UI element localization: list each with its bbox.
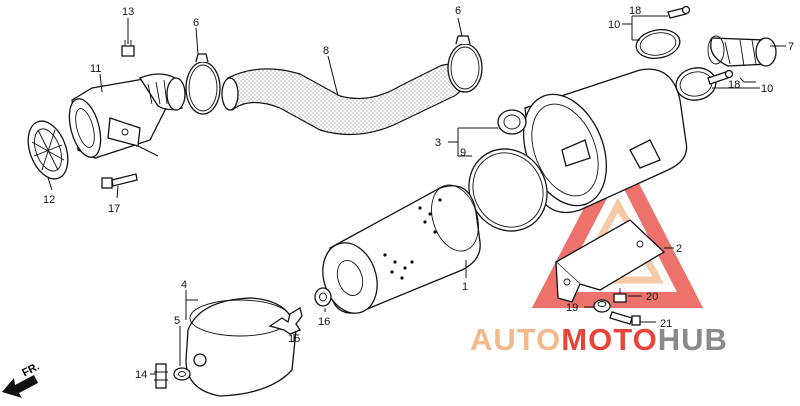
callout-2: 2 bbox=[676, 243, 682, 255]
part-20-bolt bbox=[613, 288, 627, 303]
air-cleaner-case bbox=[497, 68, 688, 214]
callout-18-lower: 18 bbox=[728, 79, 740, 91]
part-15-bolt bbox=[101, 173, 138, 189]
callout-20: 20 bbox=[646, 291, 658, 303]
part-7-connecting-tube bbox=[707, 35, 777, 67]
watermark-auto: AUTO bbox=[470, 322, 562, 357]
callout-8: 8 bbox=[323, 45, 329, 57]
part-14-wing-bolt bbox=[268, 306, 303, 335]
callout-6-left: 6 bbox=[193, 17, 199, 29]
part-17-nut bbox=[314, 287, 332, 307]
part-8-tube bbox=[221, 63, 464, 136]
part-1-filter-element bbox=[322, 184, 481, 314]
callout-17: 16 bbox=[318, 316, 330, 328]
part-4-cover bbox=[185, 297, 297, 397]
part-11-breather-housing bbox=[68, 73, 186, 159]
callout-7: 7 bbox=[788, 41, 794, 53]
callout-labels: 13 6 6 8 11 12 17 3 9 18 10 7 18 10 2 1 … bbox=[43, 5, 794, 381]
callout-15: 17 bbox=[108, 203, 120, 215]
part-18-screw-lower bbox=[707, 69, 734, 85]
callout-4: 4 bbox=[181, 279, 187, 291]
callout-6-right: 6 bbox=[455, 5, 461, 17]
callout-14: 15 bbox=[288, 333, 300, 345]
part-5-grommet bbox=[173, 367, 191, 381]
callout-10-lower: 10 bbox=[761, 83, 773, 95]
callout-16: 14 bbox=[135, 369, 147, 381]
callout-5: 5 bbox=[174, 315, 180, 327]
callout-11: 11 bbox=[90, 63, 101, 75]
part-19-collar bbox=[593, 299, 611, 313]
part-18-screw-upper bbox=[667, 5, 691, 19]
callout-1: 1 bbox=[462, 281, 468, 293]
callout-9: 9 bbox=[460, 147, 466, 159]
part-6-clamp-right bbox=[447, 35, 483, 93]
callout-21: 21 bbox=[660, 318, 672, 330]
callout-18-upper: 18 bbox=[629, 5, 641, 17]
direction-arrow-icon bbox=[2, 375, 38, 398]
watermark-hub: HUB bbox=[657, 322, 728, 357]
part-21-bolt bbox=[609, 311, 641, 326]
leader-lines bbox=[47, 15, 786, 375]
part-6-clamp-left bbox=[185, 53, 221, 115]
watermark-moto: MOTO bbox=[561, 322, 658, 357]
part-16-clip bbox=[154, 363, 168, 389]
callout-13: 13 bbox=[122, 6, 134, 18]
callout-12: 12 bbox=[43, 194, 55, 206]
part-2-bracket bbox=[554, 219, 666, 303]
callout-10-upper: 10 bbox=[608, 19, 620, 31]
callout-19: 19 bbox=[566, 302, 578, 314]
part-12-cover bbox=[27, 120, 69, 180]
part-10-clamp-upper bbox=[635, 29, 681, 59]
callout-3: 3 bbox=[435, 137, 441, 149]
watermark-text: AUTOMOTOHUB bbox=[470, 322, 728, 358]
part-13-clip bbox=[121, 40, 135, 57]
part-10-clamp-lower bbox=[675, 67, 717, 101]
